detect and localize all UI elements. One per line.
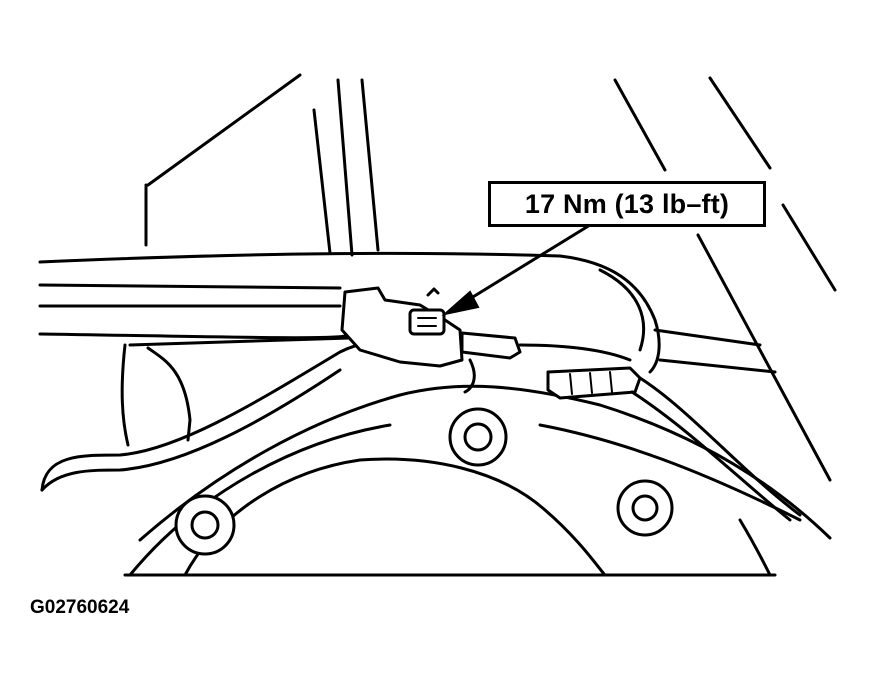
- left-housing: [120, 336, 352, 447]
- background-diagonal-lines: [613, 76, 837, 482]
- bolt-left: [174, 494, 236, 556]
- torque-label: 17 Nm (13 lb–ft): [524, 188, 730, 219]
- horizontal-rails: [38, 251, 777, 374]
- torque-callout: 17 Nm (13 lb–ft): [488, 181, 766, 227]
- figure-id: G02760624: [30, 597, 130, 618]
- callout-leader-arrow: [441, 223, 592, 316]
- sensor-assembly: [340, 286, 632, 394]
- wire-connector: [546, 366, 802, 522]
- main-casting: [123, 384, 832, 577]
- bolt-center: [448, 407, 508, 467]
- upper-bracket: [144, 73, 380, 257]
- bolt-right: [616, 479, 674, 537]
